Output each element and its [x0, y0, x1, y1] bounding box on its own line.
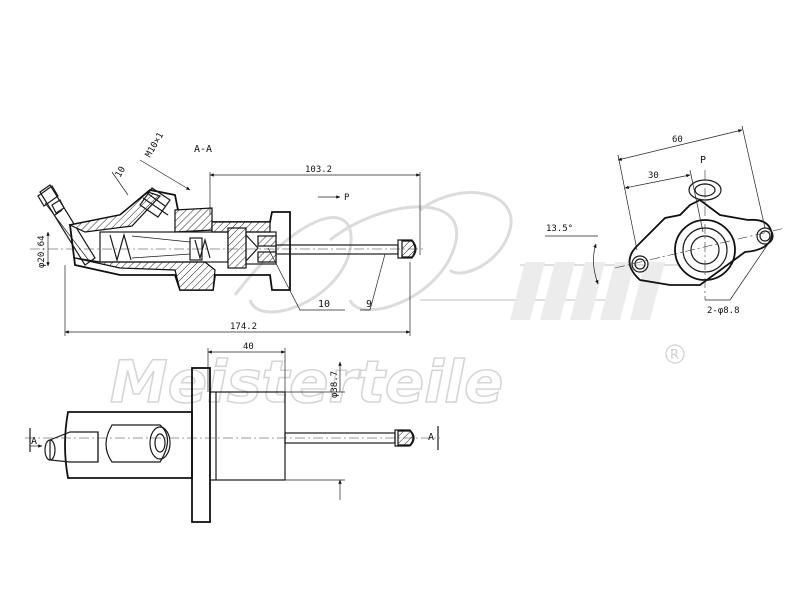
port-p-label-end: P	[700, 155, 706, 166]
thread-port	[139, 187, 171, 218]
body-wall-hatch-top-port	[174, 207, 213, 233]
watermark-stripes	[510, 262, 665, 320]
port-boss-outer	[149, 426, 171, 460]
inlet-nipple	[37, 184, 96, 266]
dim-30-ext-right	[689, 169, 704, 233]
port-boss-inner	[154, 433, 166, 453]
piston-insert-bottom	[257, 251, 277, 263]
watermark-logo: Meisterteile R	[109, 191, 685, 417]
dim-40-label: 40	[243, 342, 254, 352]
port-p-label-section: P	[344, 193, 350, 203]
inlet-fitting-end	[44, 439, 56, 461]
dim-60-ext-right	[741, 125, 766, 229]
angle-arc	[593, 243, 599, 285]
thread-length-label: 10	[114, 165, 128, 179]
piston-seal-hatch	[227, 227, 247, 269]
section-view-a-a: A-A	[30, 131, 425, 336]
end-view: P 60 30 13.5° 2-φ8.8	[545, 125, 786, 316]
push-rod	[275, 244, 399, 255]
dim-phi-38-7-label: φ38.7	[330, 371, 340, 398]
end-centerline-diagonal	[614, 227, 786, 269]
callout-9-leader	[360, 253, 386, 311]
registered-mark-circle	[665, 344, 685, 364]
mount-hole-left-inner	[634, 258, 646, 270]
dim-103-2-label: 103.2	[305, 165, 332, 175]
angle-label: 13.5°	[546, 224, 573, 234]
cylinder-body-outline	[69, 189, 291, 291]
piston-cone	[245, 234, 259, 262]
dim-60-line	[617, 129, 743, 161]
dim-174-2-label: 174.2	[230, 322, 257, 332]
callout-10-leader	[267, 247, 345, 311]
body-wall-hatch-bottom	[74, 257, 216, 291]
piston-taper-lines	[131, 235, 191, 259]
mount-hole-left	[631, 255, 649, 273]
callout-9-label: 9	[366, 299, 372, 310]
section-title: A-A	[194, 144, 212, 155]
dim-30-label: 30	[648, 171, 659, 181]
push-rod-end	[397, 239, 417, 259]
thread-size-label: M10×1	[144, 131, 166, 159]
thread-dim-line	[139, 159, 191, 191]
dim-60-ext-left	[617, 154, 638, 251]
cylinder-bore	[99, 231, 229, 263]
inlet-fitting	[49, 431, 99, 463]
body-window	[105, 424, 169, 463]
callout-10-label: 10	[318, 299, 330, 310]
spring-left	[109, 232, 132, 263]
watermark-brand-text: Meisterteile	[110, 348, 503, 416]
section-mark-left: A	[31, 436, 37, 447]
piston-insert-top	[257, 235, 277, 247]
holes-leader	[729, 243, 769, 301]
reservoir-body	[64, 411, 193, 479]
dim-60-label: 60	[672, 135, 683, 145]
dim-30-line	[624, 174, 691, 189]
holes-label: 2-φ8.8	[707, 306, 740, 316]
body-wall-hatch-left-top	[68, 191, 162, 233]
thread-length-dim-line	[111, 171, 129, 196]
section-mark-right: A	[428, 432, 434, 443]
registered-mark: R	[670, 348, 679, 363]
side-push-rod-end	[394, 429, 415, 447]
side-view: 40 φ38.7 A A	[25, 342, 440, 523]
mount-hole-right-inner	[759, 230, 771, 242]
dim-phi-20-64-label: φ20.64	[37, 235, 47, 268]
